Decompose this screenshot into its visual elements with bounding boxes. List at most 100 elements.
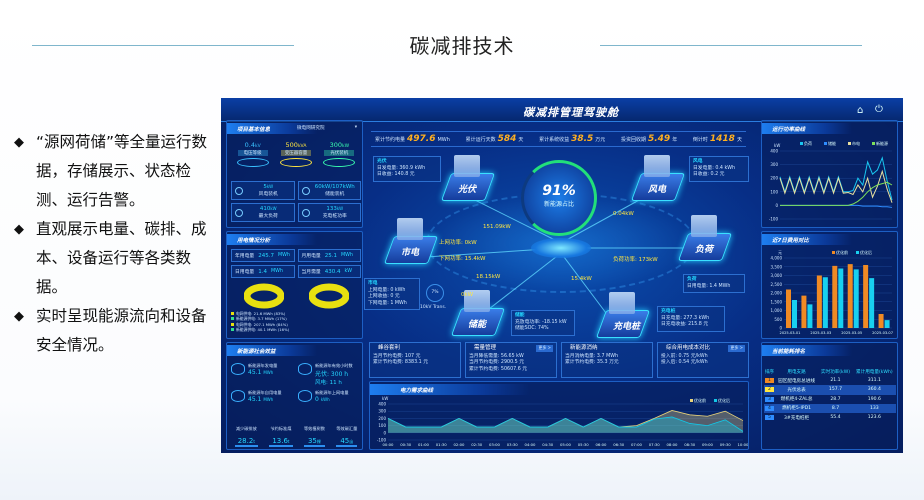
bar [869,278,875,328]
benefit-label: 新能源年上网电量 [315,390,349,395]
legend-text: 新能源供电: 3.7 MWh (17%) [236,316,287,322]
legend-swatch [800,142,803,145]
benefit-icon [298,363,312,375]
benefit-total-value: 45 [340,437,350,445]
x-tick-label: 2025-03-01 [780,331,801,335]
flow-wind: 0.04kW [613,211,634,217]
project-dropdown[interactable]: 微电网研究院▾ [297,125,357,131]
title-divider-left [32,45,294,46]
legend-swatch [231,317,234,321]
usage-value: 25.1 [324,252,337,259]
ring-base-icon [236,158,269,167]
x-tick-label: 00:00 [383,442,395,447]
benefit-total-unit: 棵 [316,439,321,444]
benefit-icon [231,363,245,375]
box-title: 风电 [693,159,703,164]
benefit-total-label: 节约标准煤 [270,426,292,431]
stat-unit: 天 [518,137,524,143]
bar [853,269,859,328]
more-button[interactable]: 更多 > [728,345,745,352]
ring-label: 光伏装机 [324,150,355,156]
x-tick-label: 05:30 [578,442,590,447]
stat-value: 497.6 [407,134,436,144]
usage-unit: MWh [340,253,353,258]
donut-legend-item: 新能源供电: 40.1 MWh (16%) [231,327,361,332]
benefit-unit: MWh [263,370,274,375]
ring-label: 变压器容量 [280,150,311,156]
stat-unit: 万元 [595,137,606,143]
x-tick-label: 04:00 [525,442,537,447]
x-tick-label: 06:00 [596,442,608,447]
usage-unit: MWh [270,269,283,274]
transformer-load: 7% [426,284,444,302]
table-cell: 311.1 [867,378,881,384]
bullet-item: 直观展示电量、碳排、成本、设备运行等各类数据。 [14,215,214,302]
legend-label: 负荷 [804,140,812,146]
y-tick-label: 2,500 [771,282,783,287]
y-tick-label: 4,000 [771,256,783,261]
x-tick-label: 04:30 [542,442,554,447]
dropdown-value: 微电网研究院 [297,126,325,131]
bar [863,265,869,328]
panel-title: 用电情况分析 [227,234,317,245]
device-icon [235,186,243,195]
rank-badge: 3 [764,396,774,402]
legend-swatch [872,142,875,145]
flow-storage1: 0kW [461,292,474,298]
transformer-label: 10kV Trans. [420,305,447,310]
donut-chart [308,283,349,309]
box-line: 日充电量: 277.3 kWh [661,315,710,321]
bullet-list: “源网荷储”等全量运行数据，存储展示、状态检测、运行告警。 直观展示电量、碳排、… [14,128,214,360]
donut-legend-item: 电网供电: 207.1 MWh (84%) [231,322,361,327]
legend-swatch [856,251,859,254]
benefit-value: 45.1 [248,369,262,376]
value: 133 [326,206,337,212]
box-line: 日发电量: 360.9 kWh [377,165,426,171]
more-button[interactable]: 更多 > [536,345,553,352]
load-box: 负荷日用电量: 1.4 MWh [683,274,745,293]
box-line: 上网收益: 0 元 [368,294,400,299]
dashboard-header [221,98,903,122]
benefit-total-value: 35 [307,437,317,445]
bar [832,265,838,328]
x-tick-label: 07:30 [649,442,661,447]
node-label-charger: 充电桩 [613,322,641,332]
box-line: 日收益: 140.8 元 [377,172,415,177]
y-tick-label: 200 [770,176,778,181]
donut-chart [243,283,284,309]
card-title: 新能源消纳 [570,345,598,351]
card-line: 累计节约电费: 35.3 万元 [565,360,619,365]
panel-title: 电力需求曲线 [370,384,530,395]
y-tick-label: 300 [378,409,386,414]
value: 410 [259,206,271,212]
unit: kW [336,206,344,211]
x-tick-label: 2025-03-03 [810,331,831,335]
node-label-storage: 储能 [468,320,487,330]
donut-legend-item: 电网供电: 21.6 MWh (83%) [231,311,361,316]
rank-badge: 1 [764,378,774,384]
power-icon[interactable]: ⏻ [875,104,883,115]
legend-label: 优化前 [694,397,706,403]
panel-title: 近7日费用对比 [762,234,852,245]
usage-value: 430.4 [324,268,341,275]
legend-swatch [231,312,234,315]
home-icon[interactable]: ⌂ [857,105,864,116]
box-title: 市电 [368,281,378,286]
benefit-total-label: 等效植树数 [303,426,325,431]
x-tick-label: 2025-03-07 [872,331,893,335]
summary-card: 峰谷套利当月节约电费: 107 元累计节约电费: 8383.1 元 [369,342,461,378]
